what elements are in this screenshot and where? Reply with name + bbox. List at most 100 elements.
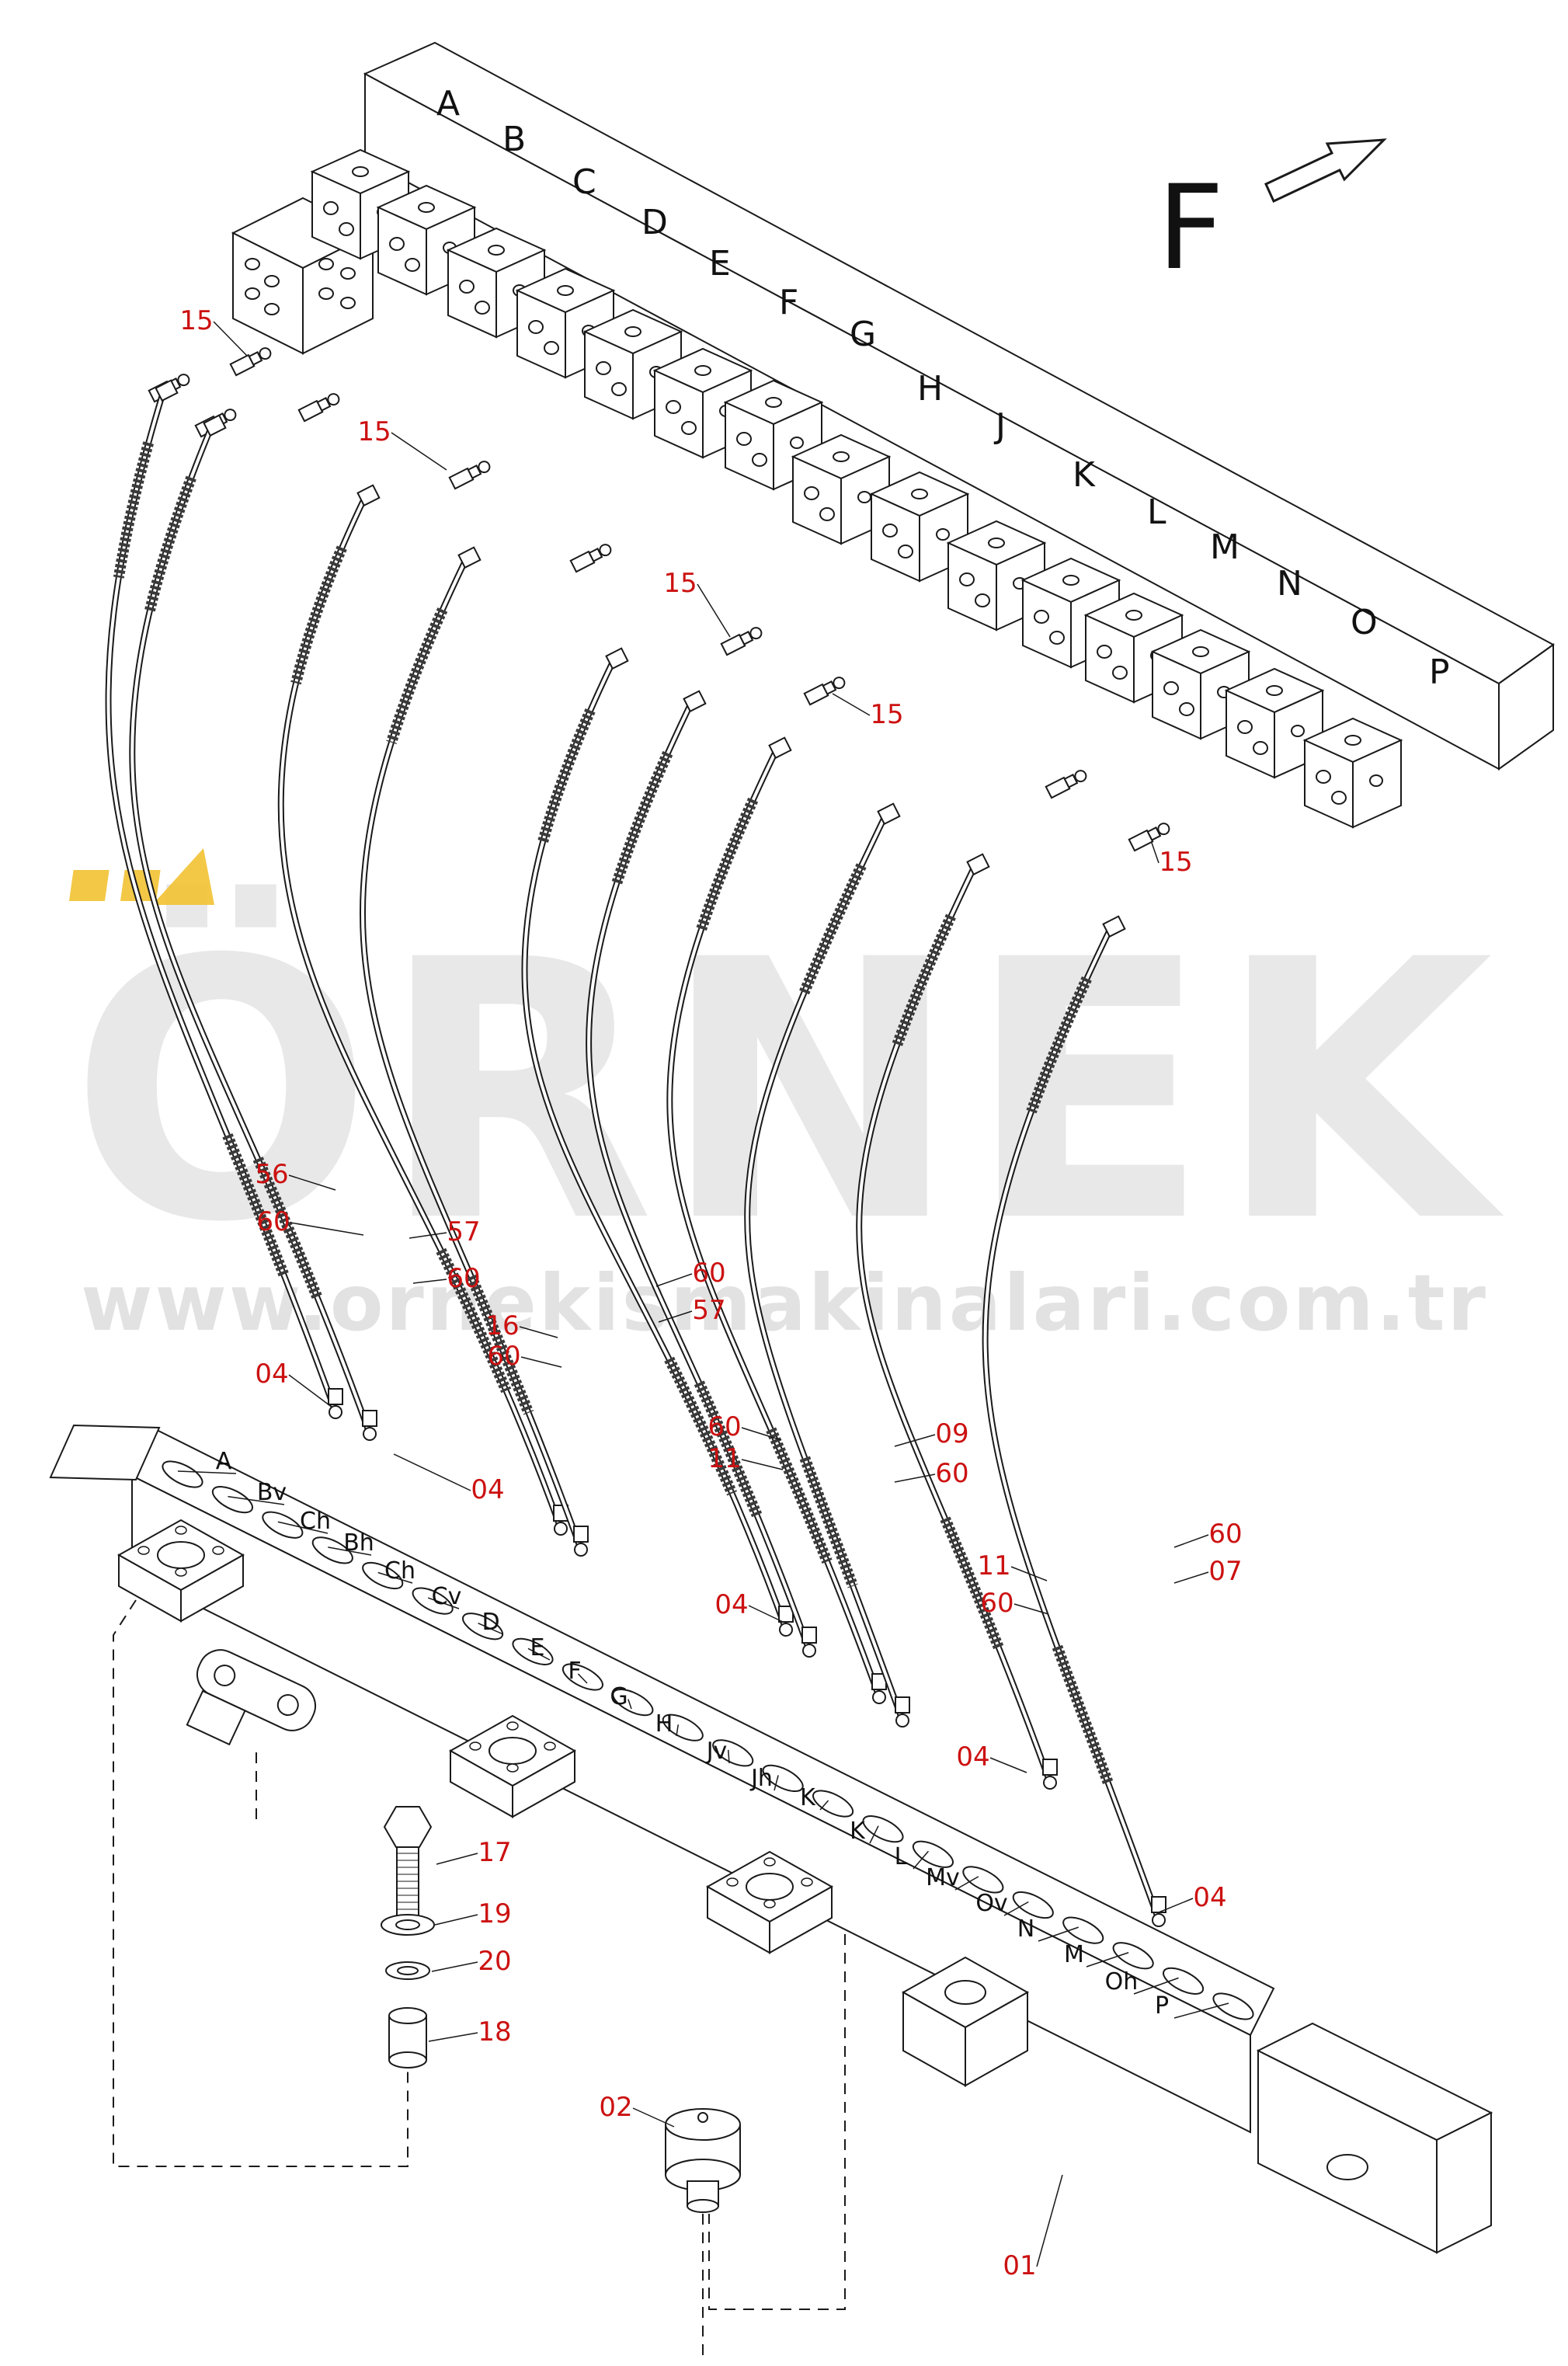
valve-section-label: J (993, 406, 1006, 446)
fitting-nut (328, 1388, 343, 1405)
callout: 20 (431, 1946, 512, 1977)
leader-line (409, 1232, 447, 1239)
hose-start-fitting (966, 853, 990, 876)
adapter-fitting (297, 393, 340, 423)
lock-washer-hole (397, 1966, 419, 1975)
manifold-front-face (131, 1474, 1251, 2134)
port-hole (1179, 702, 1194, 716)
callout: 60 (655, 1258, 726, 1289)
hose-crimp (113, 441, 154, 579)
fitting-tip (224, 409, 237, 422)
hose (744, 802, 910, 1728)
manifold-left-plate (49, 1424, 161, 1481)
callout-number: 04 (1193, 1882, 1226, 1913)
manifold-port-label: Ch (384, 1557, 415, 1585)
hose-crimp (1026, 976, 1092, 1114)
callout: 04 (956, 1741, 1027, 1773)
hose-crimp (252, 1157, 322, 1299)
manifold-port (462, 1613, 504, 1641)
spacer-top (388, 2007, 427, 2024)
fitting-nut (877, 802, 901, 826)
leader-line (658, 1310, 693, 1323)
callout-number: 04 (255, 1359, 288, 1390)
fitting-nut (362, 1410, 377, 1427)
flange-plate (448, 1714, 577, 1818)
hose-crimp (766, 1427, 833, 1564)
port-hole (528, 320, 544, 334)
callout-number: 11 (708, 1443, 741, 1474)
fitting-nut (966, 853, 990, 876)
hose-crimp (290, 545, 347, 685)
port-label-tick (277, 1521, 329, 1534)
hose (129, 414, 377, 1441)
figure-ref: F (1157, 138, 1387, 296)
hose-start-fitting (877, 802, 901, 826)
port-hole (1097, 645, 1112, 659)
manifold-port-label: H (655, 1710, 673, 1738)
port-hole (1049, 631, 1065, 645)
flange-plate (705, 1850, 834, 1954)
leader-line (832, 693, 871, 716)
port-hole (596, 361, 611, 375)
bracket-hole (214, 1664, 236, 1686)
bolt-hole (801, 1877, 813, 1887)
callout-number: 17 (478, 1837, 511, 1868)
leader-line (1036, 2174, 1063, 2267)
hose-start-fitting (1102, 915, 1126, 938)
callout: 19 (434, 1898, 512, 1929)
hose (105, 379, 343, 1419)
manifold-port (1163, 1967, 1205, 1995)
callout: 18 (428, 2016, 512, 2048)
bracket-hole (276, 1694, 299, 1717)
fitting-nut (801, 1627, 817, 1644)
leader-line (520, 1356, 562, 1368)
port-label-tick (774, 1775, 779, 1791)
port-hole (318, 287, 334, 300)
port-label-tick (1038, 1926, 1079, 1942)
manifold-port (1062, 1916, 1104, 1944)
port-hole (245, 287, 260, 300)
fitting-tip (1152, 1913, 1166, 1927)
leader-line (436, 1853, 478, 1865)
callout: 07 (1173, 1556, 1243, 1587)
port-hole (1112, 666, 1128, 680)
valve-bank-beam-end (1498, 643, 1554, 771)
callout: 60 (708, 1411, 782, 1442)
port-hole (323, 201, 339, 215)
plug-pin (697, 2112, 708, 2123)
hose-end-fitting (895, 1696, 910, 1728)
callout-number: 16 (485, 1310, 519, 1341)
bolt-hole (763, 1899, 776, 1908)
direction-arrow-icon (1264, 138, 1387, 204)
valve-cap (418, 202, 435, 213)
port-hole (959, 572, 975, 586)
port-hole (611, 382, 627, 396)
bolt-hole (726, 1877, 739, 1887)
hose-crimp (222, 1133, 289, 1277)
hose (856, 853, 1058, 1790)
callout: 11 (708, 1443, 784, 1474)
manifold-port (862, 1815, 904, 1843)
callout-number: 15 (663, 568, 697, 599)
leader-line (741, 1427, 782, 1441)
port-hole (475, 301, 490, 315)
port-hole (264, 275, 280, 287)
callout-number: 15 (357, 416, 391, 447)
port-hole (405, 258, 420, 272)
callout-number: 60 (1208, 1519, 1242, 1550)
hose-crimp (664, 1356, 738, 1496)
watermark-brand: ÖRNEK (70, 881, 1507, 1300)
callout-number: 04 (956, 1741, 989, 1773)
valve-section-label: G (850, 315, 876, 354)
leader-line (1173, 1534, 1209, 1548)
leader-line (1151, 842, 1159, 864)
manifold-port (412, 1587, 454, 1615)
fitting-tip (478, 461, 491, 474)
fitting-tip (259, 347, 272, 360)
flange-plate (116, 1519, 245, 1623)
manifold-port (762, 1764, 804, 1793)
port-label-tick (377, 1571, 413, 1584)
